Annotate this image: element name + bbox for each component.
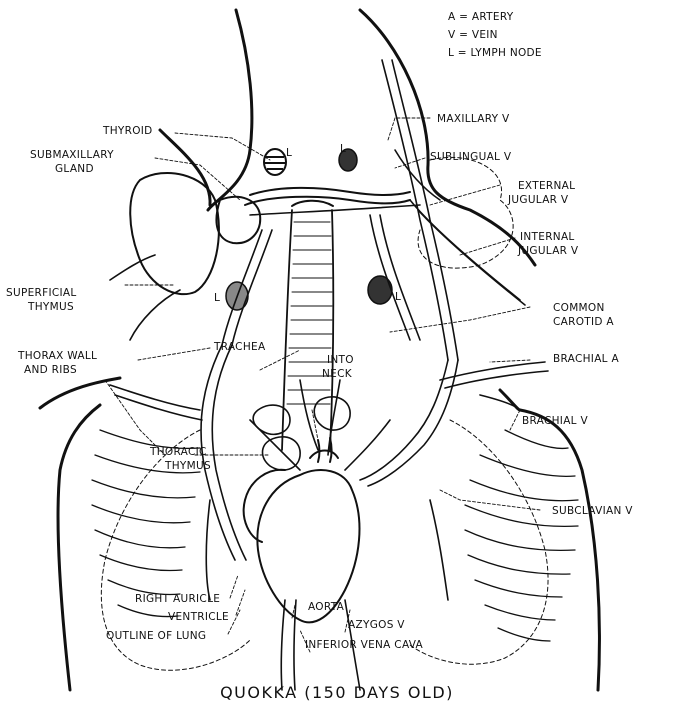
label-trachea: TRACHEA	[213, 341, 266, 353]
label-aorta: AORTA	[308, 601, 345, 613]
label-azygos-v: AZYGOS V	[348, 619, 405, 631]
label-internal: INTERNAL	[520, 231, 575, 243]
heart	[244, 438, 360, 622]
label-and-ribs: AND RIBS	[24, 364, 77, 376]
label-thoracic: THORACIC	[149, 446, 207, 458]
label-lymph-node: L	[286, 147, 292, 159]
label-outline-of-lung: OUTLINE OF LUNG	[106, 630, 206, 642]
label-right-auricle: RIGHT AURICLE	[135, 593, 220, 605]
label-superficial-thymus: THYMUS	[27, 301, 74, 313]
label-thorax-wall: THORAX WALL	[17, 350, 97, 362]
label-gland: GLAND	[55, 163, 94, 175]
label-lymph-node: L	[340, 143, 346, 155]
label-thyroid: THYROID	[102, 125, 153, 137]
label-brachial-v: BRACHIAL V	[522, 415, 588, 427]
legend-artery: A = ARTERY	[448, 11, 514, 23]
label-superficial: SUPERFICIAL	[6, 287, 77, 299]
label-into: INTO	[327, 354, 354, 366]
figure-caption: QUOKKA (150 DAYS OLD)	[220, 683, 454, 702]
label-external-jugular: JUGULAR V	[507, 194, 569, 206]
thyroid	[245, 188, 410, 206]
label-external: EXTERNAL	[518, 180, 575, 192]
label-common: COMMON	[553, 302, 605, 314]
label-submaxillary: SUBMAXILLARY	[30, 149, 114, 161]
submaxillary-gland	[130, 173, 260, 294]
label-neck: NECK	[322, 368, 353, 380]
label-sublingual-v: SUBLINGUAL V	[430, 151, 512, 163]
label-ventricle: VENTRICLE	[168, 611, 229, 623]
label-carotid-a: CAROTID A	[553, 316, 614, 328]
body-outline	[40, 10, 599, 690]
label-maxillary-v: MAXILLARY V	[437, 113, 510, 125]
leader-lines	[105, 118, 540, 652]
neck-vessels	[110, 60, 525, 360]
label-lymph-node: L	[395, 291, 401, 303]
label-thoracic-thymus: THYMUS	[164, 460, 211, 472]
label-lymph-node: L	[214, 292, 220, 304]
label-internal-jugular: JUGULAR V	[517, 245, 579, 257]
label-inferior-vena-cava: INFERIOR VENA CAVA	[305, 639, 424, 651]
legend: A = ARTERY V = VEIN L = LYMPH NODE	[448, 11, 542, 59]
label-brachial-a: BRACHIAL A	[553, 353, 619, 365]
legend-vein: V = VEIN	[448, 29, 498, 41]
label-subclavian-v: SUBCLAVIAN V	[552, 505, 633, 517]
legend-lymph-node: L = LYMPH NODE	[448, 47, 542, 59]
